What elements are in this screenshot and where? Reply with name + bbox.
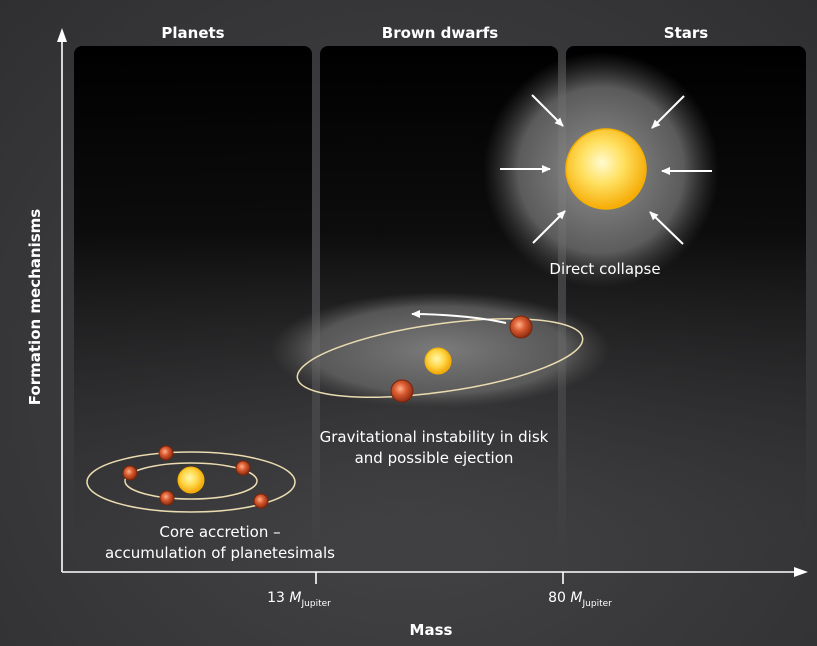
infall-arrows [500, 94, 712, 245]
planetesimal [158, 445, 174, 461]
disk-body [390, 379, 414, 403]
planetesimal [235, 460, 251, 476]
y-axis-arrow [57, 28, 67, 42]
disk-star [424, 347, 452, 375]
caption-core-accretion: Core accretion – accumulation of planete… [105, 522, 335, 564]
tick-value: 80 [548, 590, 566, 606]
caption-line: Core accretion – [159, 523, 281, 541]
central-star [177, 466, 205, 494]
column-header-stars: Stars [663, 24, 709, 42]
caption-direct-collapse: Direct collapse [549, 260, 661, 278]
gravitational-orbit [296, 318, 584, 398]
collapsing-star [565, 128, 647, 210]
infall-arrow-se [649, 211, 684, 245]
column-header-brown-dwarfs: Brown dwarfs [381, 24, 499, 42]
infall-arrow-sw [532, 210, 566, 244]
x-tick-label-80: 80 MJupiter [548, 590, 612, 609]
inner-orbit [124, 462, 258, 500]
x-axis-title: Mass [409, 621, 453, 639]
tick-symbol: M [570, 590, 583, 606]
tick-subscript: Jupiter [582, 599, 612, 609]
infall-arrow-nw [531, 94, 564, 127]
panel-planets [74, 46, 312, 580]
planetesimal [253, 493, 269, 509]
ejection-arrow [411, 310, 507, 324]
caption-line: Gravitational instability in disk [319, 428, 549, 446]
x-tick-label-13: 13 MJupiter [267, 590, 331, 609]
infall-arrow-ne [651, 95, 685, 129]
caption-line: and possible ejection [354, 449, 514, 467]
tick-subscript: Jupiter [301, 599, 331, 609]
caption-line: accumulation of planetesimals [105, 544, 335, 562]
column-header-planets: Planets [161, 24, 225, 42]
outer-orbit [86, 451, 296, 513]
planetesimal [159, 490, 175, 506]
x-axis-arrow [794, 567, 808, 577]
caption-gravitational-instability: Gravitational instability in disk and po… [320, 427, 549, 469]
planetesimal [122, 465, 138, 481]
y-axis-title: Formation mechanisms [26, 208, 44, 406]
tick-value: 13 [267, 590, 285, 606]
tick-symbol: M [289, 590, 302, 606]
ejected-body [509, 315, 533, 339]
